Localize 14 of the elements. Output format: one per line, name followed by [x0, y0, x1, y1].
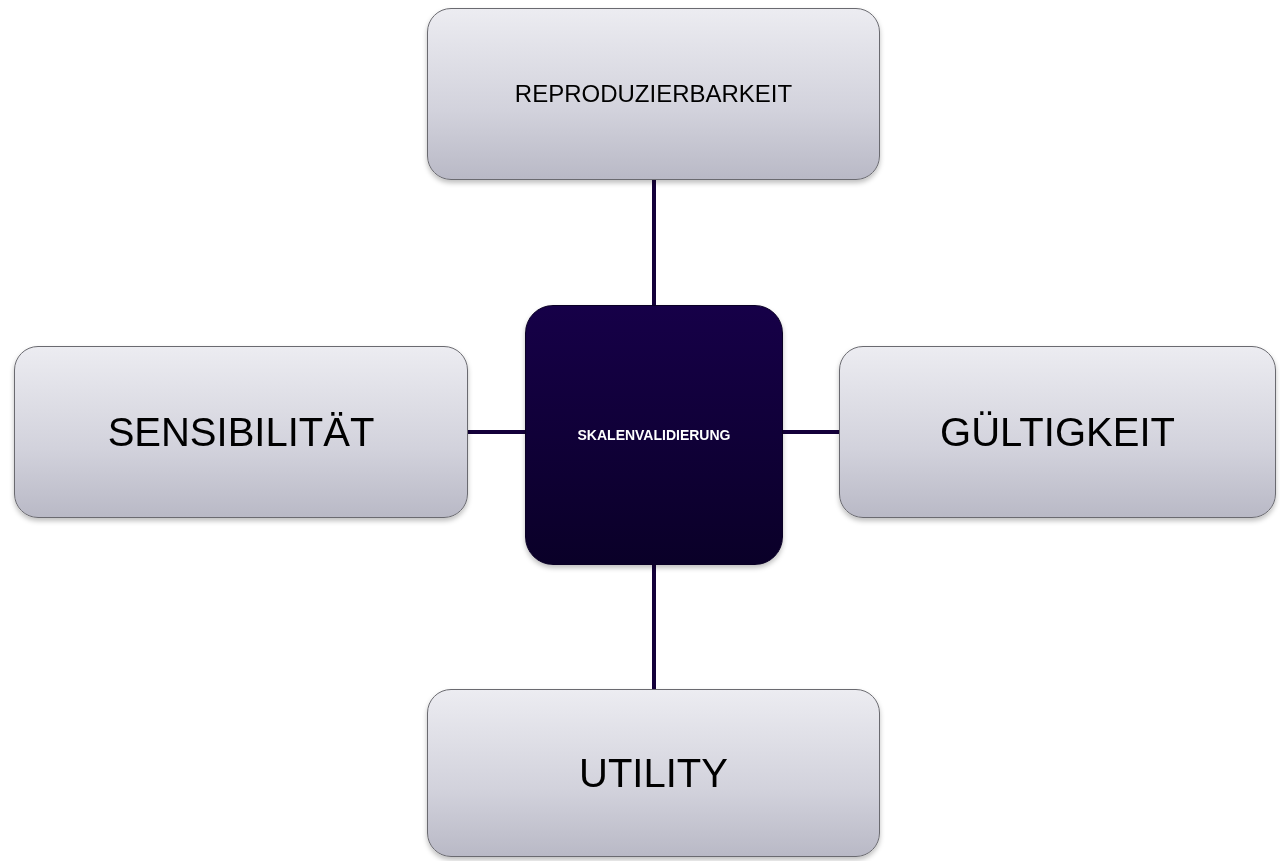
connector-line [783, 430, 839, 434]
topic-box [14, 346, 468, 518]
node-label: REPRODUZIERBARKEIT [513, 80, 794, 108]
connector-line [468, 430, 525, 434]
node-label: SENSIBILITÄT [106, 409, 376, 455]
connector-line [652, 565, 656, 689]
topic-box [427, 689, 880, 857]
node-label: SKALENVALIDIERUNG [576, 427, 732, 443]
node-label: UTILITY [578, 750, 729, 796]
topic-box [839, 346, 1276, 518]
node-label: GÜLTIGKEIT [939, 409, 1176, 455]
topic-box [427, 8, 880, 180]
connector-line [652, 180, 656, 305]
hub-box [525, 305, 783, 565]
